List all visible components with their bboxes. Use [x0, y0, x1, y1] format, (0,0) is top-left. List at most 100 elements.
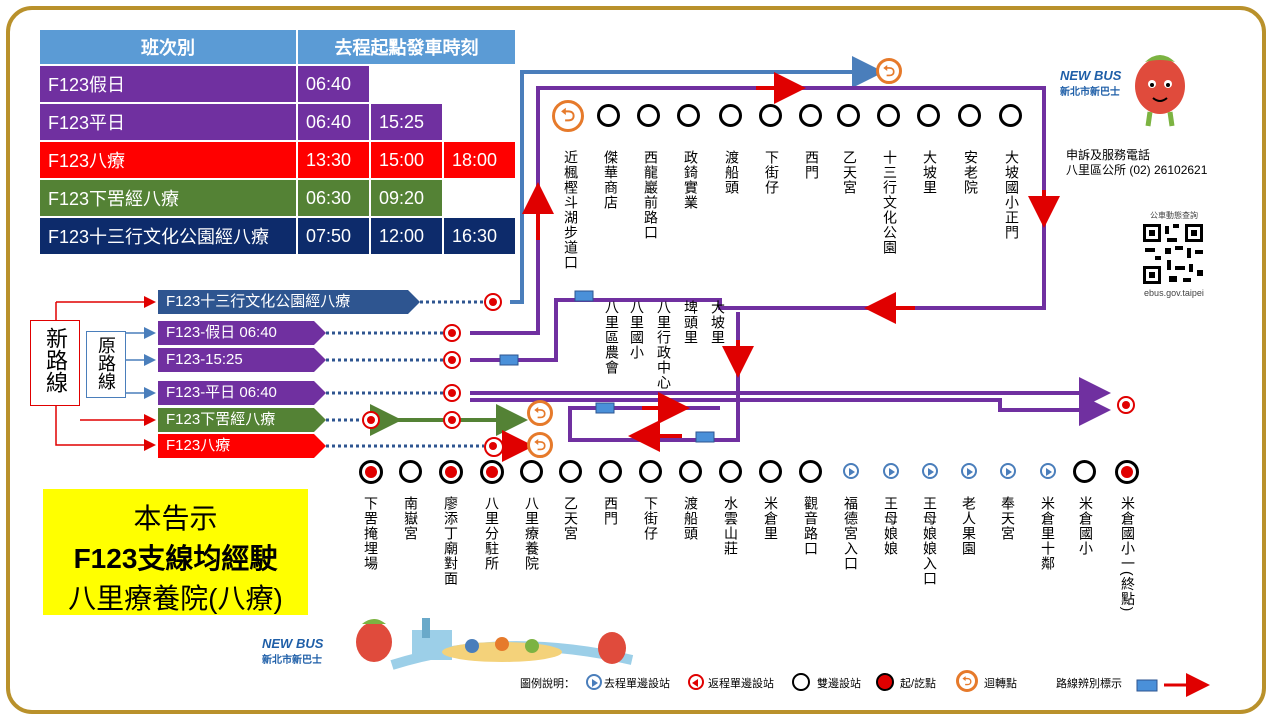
contact-title: 申訴及服務電話	[1066, 148, 1151, 162]
stop-circle	[520, 460, 543, 483]
stop-label: 安老院	[963, 150, 979, 195]
notice-box: 本告示 F123支線均經駛 八里療養院(八療)	[43, 489, 308, 615]
terminal-stop-marker	[443, 411, 461, 429]
stop-label: 八里療養院	[524, 496, 540, 571]
notice-line: 八里療養院(八療)	[68, 583, 283, 614]
stop-label: 渡船頭	[683, 496, 699, 541]
notice-line: 本告示	[133, 503, 218, 534]
stop-circle	[917, 104, 940, 127]
stop-label: 米倉國小	[1078, 496, 1094, 556]
stop-label: 下街仔	[643, 496, 659, 541]
table-row: F123十三行文化公園經八療 07:50 12:00 16:30	[38, 216, 517, 256]
outbound-stop-icon	[843, 463, 859, 479]
legend-item: 返程單邊設站	[708, 678, 774, 690]
old-route-label: 原路線	[86, 331, 126, 398]
stop-circle	[1073, 460, 1096, 483]
stop-circle	[759, 460, 782, 483]
brand-logo-bottom: NEW BUS 新北市新巴士	[262, 636, 324, 666]
stop-label: 下罟掩埋場	[363, 496, 379, 571]
stop-circle	[958, 104, 981, 127]
table-row: F123下罟經八療 06:30 09:20	[38, 178, 516, 218]
contact-detail: 八里區公所 (02) 26102621	[1066, 163, 1208, 177]
stop-circle	[719, 104, 742, 127]
stop-label: 西門	[603, 496, 619, 526]
route-cell: F123十三行文化公園經八療	[38, 216, 298, 256]
terminal-stop	[359, 460, 383, 484]
stop-label: 廖添丁廟對面	[443, 496, 459, 586]
stop-label: 米倉國小一(終點)	[1120, 496, 1136, 613]
stop-label: 南嶽宮	[403, 496, 419, 541]
brand-logo: NEW BUS 新北市新巴士	[1060, 68, 1122, 98]
uturn-icon: ⮌	[876, 58, 902, 84]
time-cell: 12:00	[369, 216, 444, 256]
stop-circle	[399, 460, 422, 483]
route-tag: F123-15:25	[158, 348, 326, 372]
stop-label: 米倉里	[763, 496, 779, 541]
stop-label: 下街仔	[764, 150, 780, 195]
terminal-stop-marker	[443, 384, 461, 402]
stop-circle	[597, 104, 620, 127]
uturn-icon: ⮌	[552, 100, 584, 132]
time-cell: 18:00	[442, 140, 517, 180]
time-cell: 06:40	[296, 102, 371, 142]
qr-code-icon	[1141, 222, 1205, 286]
terminal-stop-marker	[443, 351, 461, 369]
stop-circle	[877, 104, 900, 127]
poster-frame	[6, 6, 1266, 714]
route-tag: F123-假日 06:40	[158, 321, 326, 345]
route-marker	[695, 431, 715, 443]
stop-label: 八里分駐所	[484, 496, 500, 571]
stop-circle	[799, 104, 822, 127]
outbound-stop-icon	[586, 674, 602, 690]
stop-circle	[679, 460, 702, 483]
route-marker	[595, 402, 615, 414]
uturn-icon: ⮌	[527, 400, 553, 426]
time-cell: 06:30	[296, 178, 371, 218]
time-cell: 13:30	[296, 140, 371, 180]
route-cell: F123八療	[38, 140, 298, 180]
terminal-stop-marker	[1117, 396, 1135, 414]
schedule-table: 班次別 去程起點發車時刻 F123假日 06:40 F123平日 06:40 1…	[38, 28, 517, 256]
route-tag: F123-平日 06:40	[158, 381, 326, 405]
stop-label: 八里行政中心	[656, 300, 672, 390]
mascot-icon	[1135, 55, 1185, 127]
stop-label: 米倉里十鄰	[1040, 496, 1056, 571]
mascot-illustration	[356, 618, 634, 670]
stop-label: 政錡實業	[683, 150, 699, 210]
notice-line: F123支線均經駛	[73, 543, 278, 574]
stop-circle	[837, 104, 860, 127]
stop-label: 西龍巖前路口	[643, 150, 659, 240]
stop-circle	[599, 460, 622, 483]
stop-label: 渡船頭	[724, 150, 740, 195]
outbound-stop-icon	[1000, 463, 1016, 479]
stop-label: 十三行文化公園	[882, 150, 898, 255]
new-route-label: 新路線	[30, 320, 80, 406]
terminal-stop-icon	[876, 673, 894, 691]
table-row: F123平日 06:40 15:25	[38, 102, 516, 142]
stop-label: 王母娘娘入口	[922, 496, 938, 586]
inbound-stop-icon	[688, 674, 704, 690]
stop-circle	[677, 104, 700, 127]
table-header-route: 班次別	[38, 28, 298, 66]
stop-label: 福德宮入口	[843, 496, 859, 571]
time-cell: 15:00	[369, 140, 444, 180]
time-cell: 09:20	[369, 178, 444, 218]
terminal-stop	[439, 460, 463, 484]
stop-circle	[799, 460, 822, 483]
stop-label: 乙天宮	[842, 150, 858, 195]
route-marker	[499, 354, 519, 366]
legend-item: 起/訖點	[900, 678, 937, 690]
stop-circle	[637, 104, 660, 127]
time-cell: 16:30	[442, 216, 517, 256]
stop-label: 乙天宮	[563, 496, 579, 541]
legend-item: 去程單邊設站	[604, 678, 670, 690]
legend-item: 雙邊設站	[817, 678, 861, 690]
terminal-stop-marker	[484, 437, 504, 457]
route-line-weekday-2	[470, 394, 1111, 426]
stop-label: 西門	[804, 150, 820, 180]
terminal-stop-marker	[362, 411, 380, 429]
stop-label: 王母娘娘	[883, 496, 899, 556]
stop-label: 八里國小	[629, 300, 645, 360]
route-marker	[574, 290, 594, 302]
stop-label: 大坡國小正門	[1004, 150, 1020, 240]
